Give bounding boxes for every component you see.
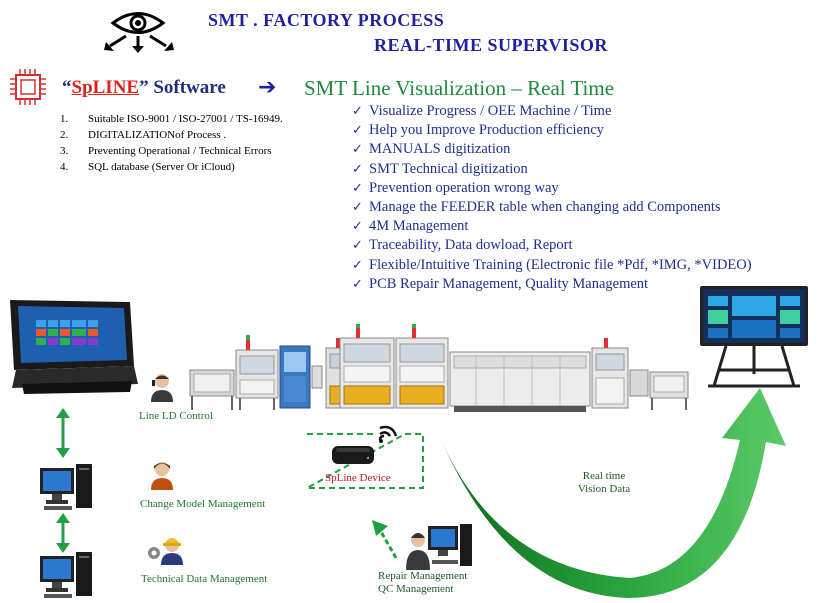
- quote-open: “: [62, 77, 72, 98]
- list-item: 3.Preventing Operational / Technical Err…: [60, 145, 272, 157]
- feature-item: ✓Flexible/Intuitive Training (Electronic…: [352, 256, 752, 273]
- dashed-arrow-icon: [372, 520, 398, 559]
- tablet-icon: [10, 300, 138, 394]
- curved-arrow-icon: [442, 388, 786, 598]
- smt-line-illustration: [189, 324, 689, 412]
- check-icon: ✓: [352, 123, 363, 139]
- engineer-icon: [148, 538, 183, 565]
- visualization-title: SMT Line Visualization – Real Time: [304, 76, 615, 100]
- arrow-right-icon: ➔: [258, 75, 277, 100]
- device-icon: [332, 446, 374, 464]
- check-icon: ✓: [352, 238, 363, 254]
- standards-list: 1.Suitable ISO-9001 / ISO-27001 / TS-169…: [60, 113, 283, 177]
- feature-item: ✓Traceability, Data dowload, Report: [352, 237, 573, 254]
- features-list: ✓Visualize Progress / OEE Machine / Time…: [352, 103, 752, 295]
- feature-item: ✓PCB Repair Management, Quality Manageme…: [352, 275, 649, 292]
- realtime-label: Real time Vision Data: [577, 470, 631, 495]
- brand-name: SpLINE: [71, 77, 140, 98]
- check-icon: ✓: [352, 219, 363, 235]
- technical-data-label: Technical Data Management: [141, 573, 268, 585]
- desktop-pc-icon: [40, 464, 92, 510]
- list-item: 4.SQL database (Server Or iCloud): [60, 161, 235, 173]
- check-icon: ✓: [352, 199, 363, 215]
- desktop-pc-icon: [40, 552, 92, 598]
- title-line-2: REAL-TIME SUPERVISOR: [374, 35, 608, 55]
- device-dashed-box: [306, 433, 424, 489]
- feature-item: ✓SMT Technical digitization: [352, 160, 528, 177]
- repair-qc-label: Repair Management QC Management: [378, 570, 468, 595]
- eye-icon: [104, 12, 174, 53]
- chip-icon: [10, 69, 46, 105]
- device-label: SpLine Device: [325, 472, 391, 484]
- desktop-pc-icon: [406, 524, 472, 570]
- double-arrow-icon: [56, 513, 70, 553]
- change-model-label: Change Model Management: [140, 498, 266, 510]
- feature-item: ✓Visualize Progress / OEE Machine / Time: [352, 103, 612, 119]
- feature-item: ✓Manage the FEEDER table when changing a…: [352, 198, 721, 215]
- check-icon: ✓: [352, 257, 363, 273]
- check-icon: ✓: [352, 104, 363, 119]
- feature-item: ✓Prevention operation wrong way: [352, 179, 559, 196]
- list-item: 2.DIGITALIZATIONof Process .: [60, 129, 227, 141]
- feature-item: ✓MANUALS digitization: [352, 141, 511, 158]
- check-icon: ✓: [352, 276, 363, 292]
- check-icon: ✓: [352, 161, 363, 177]
- check-icon: ✓: [352, 180, 363, 196]
- double-arrow-icon: [56, 408, 70, 458]
- title-line-1: SMT . FACTORY PROCESS: [208, 10, 445, 30]
- list-item: 1.Suitable ISO-9001 / ISO-27001 / TS-169…: [60, 113, 283, 125]
- operator-icon: [151, 374, 173, 402]
- feature-item: ✓Help you Improve Production efficiency: [352, 122, 604, 139]
- check-icon: ✓: [352, 142, 363, 158]
- tv-monitor-icon: [700, 286, 808, 388]
- feature-item: ✓4M Management: [352, 218, 469, 235]
- line-ld-label: Line LD Control: [139, 410, 213, 422]
- software-suffix: Software: [153, 77, 226, 98]
- wifi-icon: [378, 425, 398, 443]
- software-heading: “SpLINE” Software: [62, 77, 226, 99]
- operator-icon: [151, 462, 173, 490]
- quote-close: ”: [139, 77, 149, 98]
